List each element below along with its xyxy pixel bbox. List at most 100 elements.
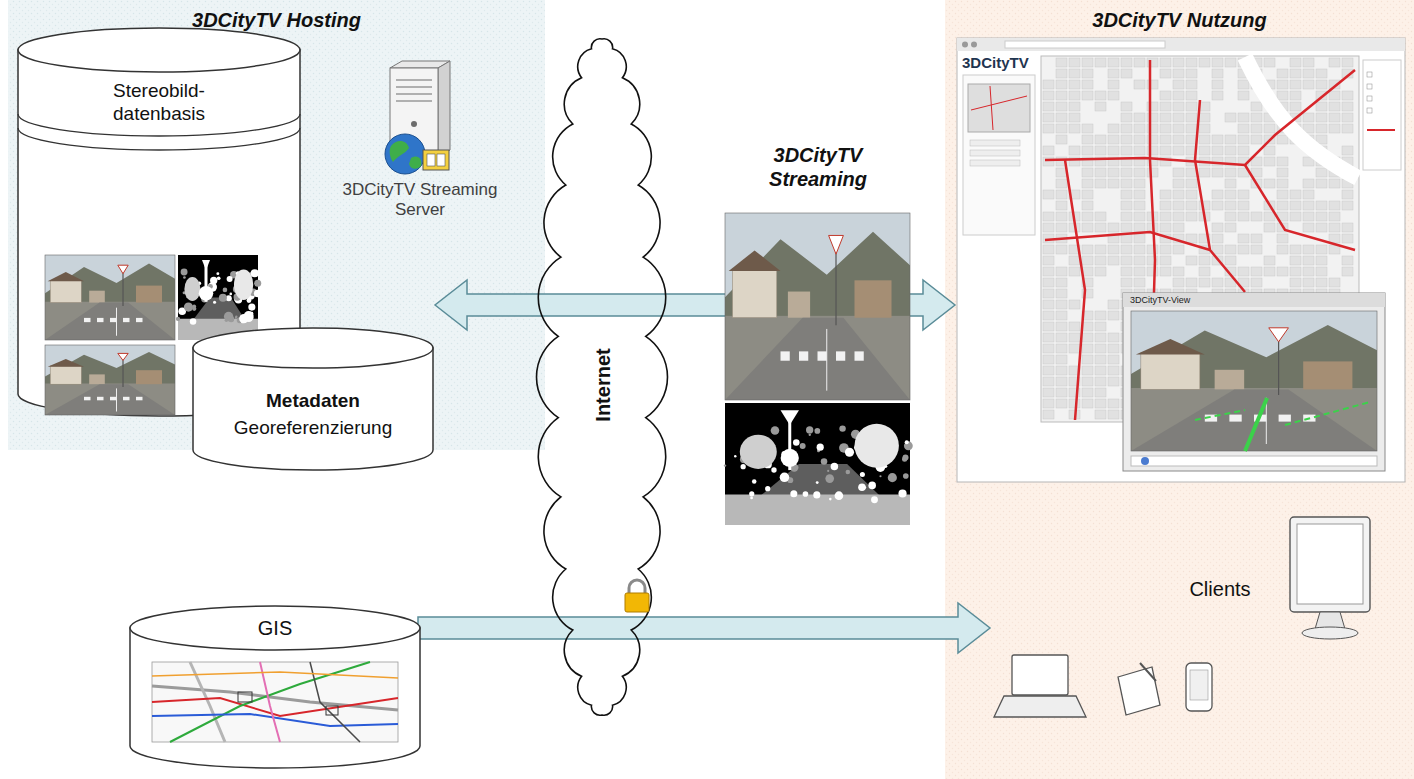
photo-sign [829,235,844,254]
depth-speck [228,318,230,320]
map-block [1329,399,1340,408]
map-block [1290,289,1301,298]
depth-sign [199,286,214,301]
map-block [1056,333,1067,342]
server-slot [396,79,432,81]
map-block [1043,399,1054,408]
map-block [1264,113,1275,122]
depth-speck [817,444,824,451]
map-block [1316,69,1327,78]
photo-house [136,286,162,303]
map-block [1160,322,1171,331]
depth-speck [241,282,246,287]
map-block [1329,223,1340,232]
map-block [1160,388,1171,397]
map-block [1277,80,1288,89]
photo-crosswalk [136,397,143,401]
depth-speck [234,297,239,302]
map-block [1251,80,1262,89]
photo-house [50,366,81,384]
map-block [1134,410,1145,419]
map-block [1212,146,1223,155]
map-block [1160,223,1171,232]
map-block [1212,223,1223,232]
map-block [1173,91,1184,100]
map-block [1173,146,1184,155]
map-block [1264,157,1275,166]
map-block [1238,388,1249,397]
gis-cylinder-art [130,606,420,768]
map-block [1082,245,1093,254]
map-block [1329,344,1340,353]
map-block [1108,245,1119,254]
map-block [1160,91,1171,100]
map-block [1277,135,1288,144]
map-block [1277,168,1288,177]
map-block [1095,322,1106,331]
map-block [1225,344,1236,353]
map-block [1225,113,1236,122]
photo-house [788,292,810,318]
label-holder: 3DCityTV [962,54,1052,72]
map-block [1329,388,1340,397]
map-block [1056,289,1067,298]
depth-speck [825,474,834,483]
depth-speck [724,464,726,466]
map-route [1195,100,1245,292]
map-block [1095,311,1106,320]
map-block [1290,355,1301,364]
map-block [1069,410,1080,419]
map-block [1342,146,1353,155]
map-block [1069,333,1080,342]
map-block [1316,201,1327,210]
globe-land [409,156,421,168]
map-block [1329,333,1340,342]
map-block [1173,190,1184,199]
map-block [1108,223,1119,232]
map-block [1056,124,1067,133]
map-block [1316,91,1327,100]
map-block [1212,168,1223,177]
laptop-base [994,696,1086,717]
depth-speck [240,315,243,318]
map-block [1108,168,1119,177]
photo-house [89,374,105,384]
map-block [1160,146,1171,155]
gis-body [130,628,420,768]
map-block [1173,245,1184,254]
photo-sky [1131,311,1377,451]
map-block [1069,80,1080,89]
url-field [1005,41,1165,48]
photo-ground [1131,388,1377,451]
map-block [1225,146,1236,155]
photo-crosswalk [1254,415,1266,422]
map-block [1082,157,1093,166]
depth-speck [809,434,811,436]
depth-sign [781,449,799,467]
stylus [1140,663,1156,681]
depth-speck [752,479,757,484]
map-block [1121,377,1132,386]
map-block [1238,300,1249,309]
map-block [1043,322,1054,331]
photo-house [1141,353,1200,389]
map-block [1160,102,1171,111]
laptop-screen [1012,655,1068,695]
map-block [1264,355,1275,364]
gis-line [152,698,398,716]
map-block [1316,333,1327,342]
photo-road [725,318,910,400]
sidebar-button [970,160,1020,166]
map-block [1173,80,1184,89]
map-block [1303,388,1314,397]
depth-speck [201,296,208,303]
map-block [1121,278,1132,287]
map-block [1238,190,1249,199]
map-block [1043,289,1054,298]
map-block [1108,58,1119,67]
map-block [1134,344,1145,353]
clients-group-art [994,517,1370,717]
sidebar [963,75,1035,235]
depth-tree [234,269,253,300]
depth-speck [224,312,233,321]
